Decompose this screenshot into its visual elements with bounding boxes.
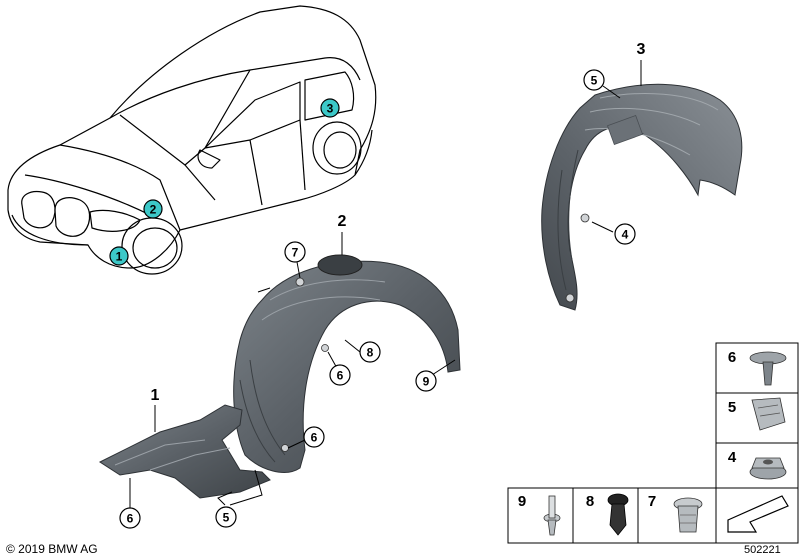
svg-text:8: 8 <box>367 346 374 360</box>
part-2-ref-6b: 6 <box>303 426 325 448</box>
part-2-number: 2 <box>338 213 347 230</box>
part-3-ref-5: 5 <box>583 69 605 91</box>
car-outline <box>7 5 377 275</box>
svg-text:7: 7 <box>292 246 299 260</box>
svg-text:7: 7 <box>648 493 656 510</box>
hardware-panel <box>507 342 799 544</box>
svg-text:8: 8 <box>586 493 594 510</box>
svg-text:5: 5 <box>223 511 230 525</box>
car-callout-2: 2 <box>143 199 163 219</box>
svg-text:5: 5 <box>591 74 598 88</box>
svg-text:6: 6 <box>728 349 736 366</box>
diagram-id: 502221 <box>744 544 781 556</box>
part-1-ref-6: 6 <box>119 507 141 529</box>
thumb-expanding-rivet: 9 <box>518 493 561 536</box>
part-1-callouts <box>129 405 263 508</box>
svg-text:4: 4 <box>728 449 737 466</box>
part-3-rear-wheel-arch-liner <box>541 83 743 311</box>
part-2-ref-8: 8 <box>359 341 381 363</box>
part-3-ref-4: 4 <box>614 223 636 245</box>
thumb-plug-rivet: 8 <box>586 493 629 536</box>
svg-text:6: 6 <box>337 369 344 383</box>
part-3-callouts <box>591 60 642 233</box>
car-callout-2-label: 2 <box>150 203 157 217</box>
car-callout-1: 1 <box>109 246 129 266</box>
part-1-number: 1 <box>151 387 160 404</box>
part-1-underbody-panel <box>98 404 271 499</box>
car-callout-3-label: 3 <box>327 102 334 116</box>
svg-text:6: 6 <box>127 512 134 526</box>
thumb-push-rivet: 6 <box>728 349 787 386</box>
part-2-front-wheel-arch-liner <box>233 254 461 473</box>
svg-text:9: 9 <box>518 493 526 510</box>
svg-text:9: 9 <box>423 375 430 389</box>
part-1-ref-5: 5 <box>215 506 237 528</box>
part-2-ref-6a: 6 <box>329 364 351 386</box>
arrow-icon <box>727 495 789 533</box>
car-callout-1-label: 1 <box>116 250 123 264</box>
part-2-ref-7: 7 <box>284 241 306 263</box>
svg-text:4: 4 <box>622 228 629 242</box>
part-2-ref-9: 9 <box>415 370 437 392</box>
thumb-spring-nut: 5 <box>728 397 786 431</box>
thumb-flange-nut: 4 <box>728 449 787 480</box>
thumb-rivet-nut: 7 <box>648 493 703 533</box>
part-2-callouts <box>257 232 456 449</box>
copyright: © 2019 BMW AG <box>6 542 98 556</box>
svg-text:6: 6 <box>311 431 318 445</box>
part-3-number: 3 <box>637 41 646 58</box>
svg-text:5: 5 <box>728 399 736 416</box>
car-callout-3: 3 <box>320 98 340 118</box>
